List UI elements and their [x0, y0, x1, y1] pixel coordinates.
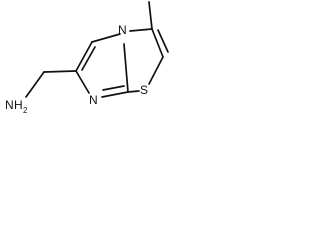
chemical-structure-diagram: N H 2 N N S [5, 1, 169, 115]
amine-hydrogen-count: 2 [23, 106, 28, 115]
bond-methylene-ring [43, 70, 77, 73]
bond-sulfur-c7a [127, 90, 140, 93]
bond-amine-methylene [25, 71, 45, 98]
sulfur-label: S [140, 83, 148, 97]
bond-layer [25, 1, 169, 98]
bond-c7a-imidazole-n-double [102, 85, 125, 91]
bond-c3-methyl [148, 1, 153, 30]
amine-nitrogen-label: N [5, 98, 14, 112]
bond-c6-c5 [75, 41, 93, 72]
amine-hydrogen-label: H [14, 98, 23, 112]
bond-bridge-n-c7a [123, 43, 129, 93]
bond-c7a-imidazole-n [101, 91, 129, 98]
bridgehead-nitrogen-label: N [118, 23, 127, 37]
bond-c2-sulfur [148, 56, 164, 85]
bond-c3-c2-double [157, 29, 169, 53]
bond-c5-bridge-n [91, 33, 121, 43]
imidazole-nitrogen-label: N [89, 93, 98, 107]
atom-label-layer: N H 2 N N S [5, 23, 148, 115]
bond-imidazole-n-c6 [75, 70, 90, 94]
bond-c3-c2 [151, 28, 164, 58]
bond-c6-c5-double [81, 46, 96, 71]
bond-bridge-n-c3 [129, 28, 153, 32]
